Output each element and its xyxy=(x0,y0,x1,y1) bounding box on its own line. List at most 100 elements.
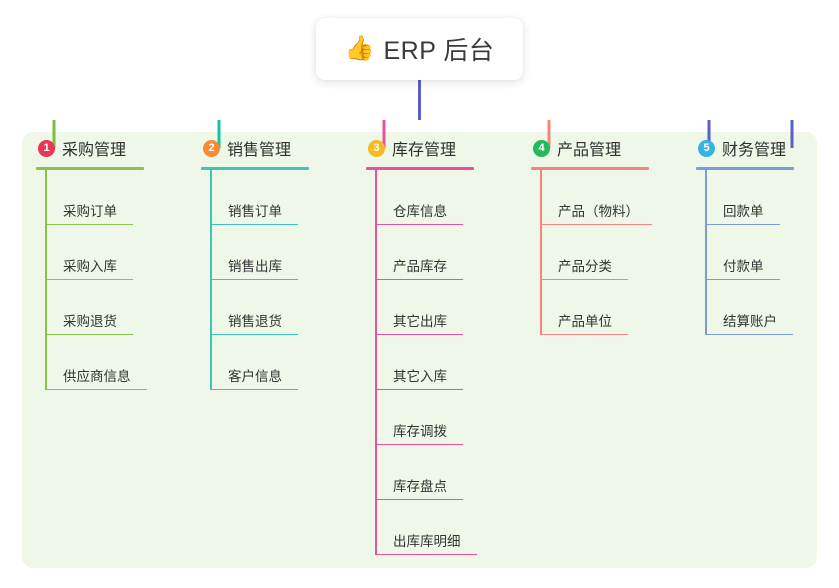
branch-item-rule xyxy=(375,498,463,500)
branch-item-label: 采购入库 xyxy=(63,259,117,274)
branch-item-label: 仓库信息 xyxy=(393,204,447,219)
branch-item-label: 产品（物料） xyxy=(558,204,639,219)
branch-spine-line xyxy=(540,170,542,335)
branch-item-label: 结算账户 xyxy=(723,314,777,329)
branch-column-1: 1 采购管理采购订单采购入库采购退货供应商信息 xyxy=(36,132,186,390)
branch-item[interactable]: 产品单位 xyxy=(540,280,691,335)
branch-header-3[interactable]: 3 库存管理 xyxy=(366,132,516,164)
branch-item-rule xyxy=(210,333,298,335)
branch-item[interactable]: 其它出库 xyxy=(375,280,516,335)
branch-item-rule xyxy=(210,388,298,390)
branch-item-rule xyxy=(45,278,133,280)
branch-item-list: 仓库信息产品库存其它出库其它入库库存调拨库存盘点出库库明细 xyxy=(375,170,516,555)
branch-title: 库存管理 xyxy=(392,142,457,159)
branch-item-label: 采购订单 xyxy=(63,204,117,219)
branch-item-rule xyxy=(375,443,463,445)
branch-item[interactable]: 供应商信息 xyxy=(45,335,186,390)
branch-item-rule xyxy=(540,278,628,280)
branch-item-label: 产品分类 xyxy=(558,259,612,274)
branch-number-badge: 2 xyxy=(203,139,220,157)
branch-item[interactable]: 回款单 xyxy=(705,170,836,225)
branch-number-badge: 3 xyxy=(368,139,385,157)
branch-item-rule xyxy=(705,278,780,280)
branch-item-rule xyxy=(45,223,133,225)
branch-spine-line xyxy=(705,170,707,335)
branch-column-5: 5 财务管理回款单付款单结算账户 xyxy=(696,132,836,335)
branch-item-rule xyxy=(705,223,780,225)
thumbs-up-icon: 👍 xyxy=(344,35,375,62)
branch-header-1[interactable]: 1 采购管理 xyxy=(36,132,186,164)
branch-item-label: 销售退货 xyxy=(228,314,282,329)
branch-item-label: 销售订单 xyxy=(228,204,282,219)
branch-item[interactable]: 出库库明细 xyxy=(375,500,516,555)
branch-item[interactable]: 销售退货 xyxy=(210,280,351,335)
branch-title: 财务管理 xyxy=(722,142,787,159)
branch-header-rule xyxy=(36,167,144,170)
branch-header-rule xyxy=(531,167,649,170)
branch-column-4: 4 产品管理产品（物料） 产品分类产品单位 xyxy=(531,132,691,335)
branch-column-2: 2 销售管理销售订单销售出库销售退货客户信息 xyxy=(201,132,351,390)
branch-item-rule xyxy=(540,223,652,225)
branch-item-list: 采购订单采购入库采购退货供应商信息 xyxy=(45,170,186,390)
branch-item-rule xyxy=(210,278,298,280)
branch-spine-line xyxy=(210,170,212,390)
branch-item-label: 库存调拨 xyxy=(393,424,447,439)
branch-item-label: 采购退货 xyxy=(63,314,117,329)
branch-header-rule xyxy=(201,167,309,170)
branch-item[interactable]: 库存调拨 xyxy=(375,390,516,445)
branch-item-rule xyxy=(45,388,147,390)
diagram-panel-background xyxy=(22,132,817,568)
branch-item[interactable]: 销售订单 xyxy=(210,170,351,225)
branch-item-rule xyxy=(375,388,463,390)
branch-item-rule xyxy=(45,333,133,335)
branch-item-rule xyxy=(210,223,298,225)
branch-item-label: 供应商信息 xyxy=(63,369,131,384)
branch-item-rule xyxy=(705,333,793,335)
branch-item-label: 产品库存 xyxy=(393,259,447,274)
branch-item-rule xyxy=(375,553,477,555)
branch-spine-line xyxy=(45,170,47,390)
branch-item-label: 产品单位 xyxy=(558,314,612,329)
branch-item[interactable]: 采购入库 xyxy=(45,225,186,280)
branch-item-rule xyxy=(540,333,628,335)
branch-item-rule xyxy=(375,278,463,280)
branch-item[interactable]: 结算账户 xyxy=(705,280,836,335)
branch-item-label: 销售出库 xyxy=(228,259,282,274)
branch-header-5[interactable]: 5 财务管理 xyxy=(696,132,836,164)
branch-item[interactable]: 其它入库 xyxy=(375,335,516,390)
branch-title: 产品管理 xyxy=(557,142,622,159)
branch-item-label: 其它入库 xyxy=(393,369,447,384)
branch-item[interactable]: 产品分类 xyxy=(540,225,691,280)
branch-number-badge: 4 xyxy=(533,139,550,157)
branch-item-label: 出库库明细 xyxy=(393,534,461,549)
branch-item[interactable]: 仓库信息 xyxy=(375,170,516,225)
branch-header-rule xyxy=(366,167,474,170)
branch-item-rule xyxy=(375,223,463,225)
branch-header-2[interactable]: 2 销售管理 xyxy=(201,132,351,164)
root-node-card: 👍 ERP 后台 xyxy=(316,18,523,80)
branch-number-badge: 1 xyxy=(38,139,55,157)
branch-number-badge: 5 xyxy=(698,139,715,157)
branch-item-rule xyxy=(375,333,463,335)
branch-item-label: 其它出库 xyxy=(393,314,447,329)
branch-title: 销售管理 xyxy=(227,142,292,159)
branch-item[interactable]: 付款单 xyxy=(705,225,836,280)
branch-item[interactable]: 库存盘点 xyxy=(375,445,516,500)
branch-spine-line xyxy=(375,170,377,555)
branch-header-rule xyxy=(696,167,794,170)
branch-item-label: 客户信息 xyxy=(228,369,282,384)
branch-item[interactable]: 客户信息 xyxy=(210,335,351,390)
branch-item[interactable]: 采购退货 xyxy=(45,280,186,335)
branch-title: 采购管理 xyxy=(62,142,127,159)
branch-item-list: 产品（物料） 产品分类产品单位 xyxy=(540,170,691,335)
branch-item[interactable]: 产品库存 xyxy=(375,225,516,280)
branch-item-label: 库存盘点 xyxy=(393,479,447,494)
branch-columns: 1 采购管理采购订单采购入库采购退货供应商信息 2 销售管理销售订单销售出库销售退货客… xyxy=(0,132,839,568)
branch-item-list: 回款单付款单结算账户 xyxy=(705,170,836,335)
root-title: ERP 后台 xyxy=(383,37,495,65)
branch-item-label: 付款单 xyxy=(723,259,764,274)
branch-item[interactable]: 产品（物料） xyxy=(540,170,691,225)
branch-item[interactable]: 销售出库 xyxy=(210,225,351,280)
branch-item[interactable]: 采购订单 xyxy=(45,170,186,225)
branch-header-4[interactable]: 4 产品管理 xyxy=(531,132,691,164)
